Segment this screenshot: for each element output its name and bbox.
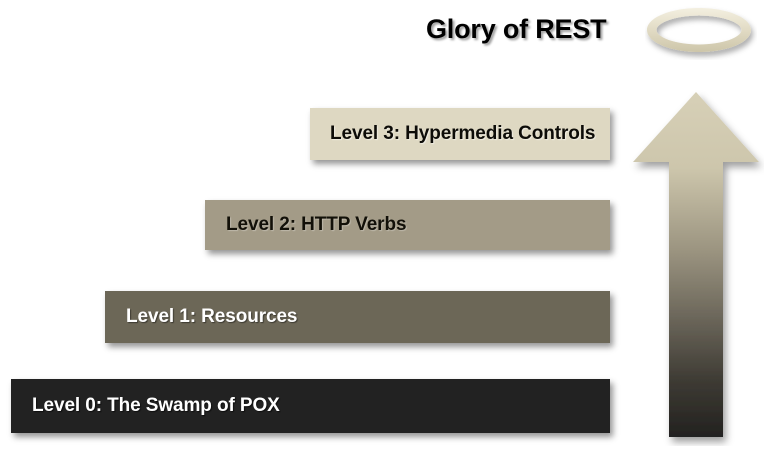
upward-arrow-icon — [628, 86, 764, 446]
level-3-label: Level 3: Hypermedia Controls — [330, 123, 596, 144]
level-2-bar[interactable]: Level 2: HTTP Verbs — [205, 200, 610, 250]
level-0-label: Level 0: The Swamp of POX — [32, 395, 280, 416]
level-3-bar[interactable]: Level 3: Hypermedia Controls — [310, 108, 610, 160]
level-0-bar[interactable]: Level 0: The Swamp of POX — [11, 379, 610, 433]
page-title: Glory of REST — [426, 14, 607, 44]
level-1-bar[interactable]: Level 1: Resources — [105, 291, 610, 343]
level-1-label: Level 1: Resources — [126, 306, 298, 327]
level-2-label: Level 2: HTTP Verbs — [226, 214, 407, 235]
halo-ring-icon — [645, 4, 757, 60]
